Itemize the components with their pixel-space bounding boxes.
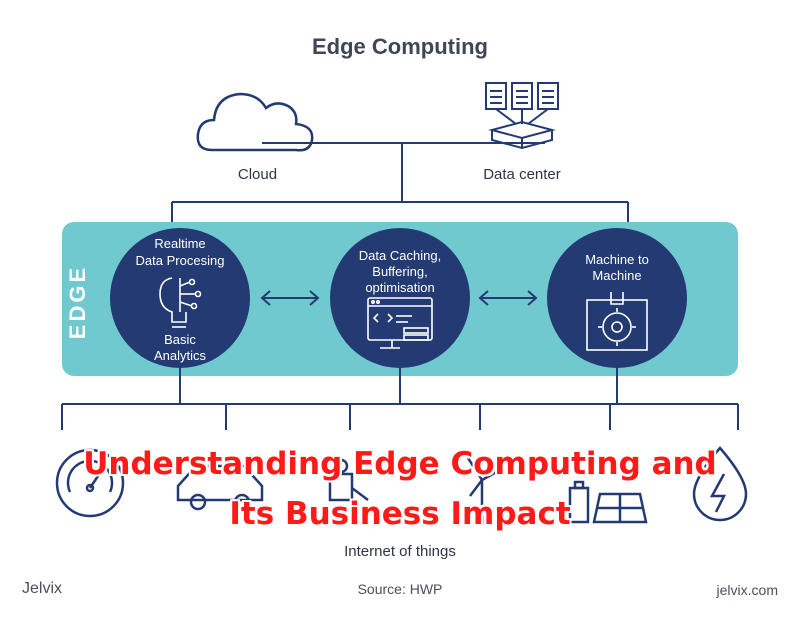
double-arrow-left [260, 290, 320, 306]
double-arrow-right [478, 290, 538, 306]
speedometer-icon [55, 448, 125, 518]
site-url: jelvix.com [716, 582, 778, 598]
data-center-icon [485, 82, 559, 150]
realtime-line3: Basic [164, 332, 196, 347]
gear-wrench-icon [586, 292, 648, 351]
top-connectors [171, 142, 629, 222]
realtime-line4: Analytics [153, 348, 207, 363]
edge-node-m2m [547, 228, 687, 368]
overlay-title-line2: Its Business Impact [229, 496, 571, 532]
robot-icon [328, 458, 369, 502]
caching-line2: Buffering, [372, 264, 428, 279]
wind-turbine-icon [466, 457, 501, 525]
cloud-label: Cloud [237, 166, 278, 183]
overlay-title-line1: Understanding Edge Computing and [83, 446, 717, 482]
brand-logo: Jelvix [22, 580, 63, 597]
solar-battery-icon [568, 480, 648, 524]
data-center-label: Data center [483, 166, 561, 183]
realtime-line1: Realtime [154, 236, 206, 251]
car-icon [176, 464, 264, 511]
iot-connectors [61, 368, 739, 430]
caching-line1: Data Caching, [358, 248, 442, 263]
realtime-line2: Data Procesing [135, 253, 225, 268]
code-monitor-icon [367, 297, 433, 349]
caching-line3: optimisation [365, 280, 435, 295]
m2m-line2: Machine [592, 268, 642, 283]
source-note: Source: HWP [357, 581, 443, 597]
iot-label: Internet of things [344, 543, 456, 560]
water-energy-icon [692, 446, 748, 522]
diagram-title: Edge Computing [312, 34, 488, 59]
cloud-icon [196, 92, 314, 152]
brain-circuit-icon [159, 277, 202, 328]
m2m-line1: Machine to [585, 252, 649, 267]
edge-label: EDGE [65, 264, 90, 340]
